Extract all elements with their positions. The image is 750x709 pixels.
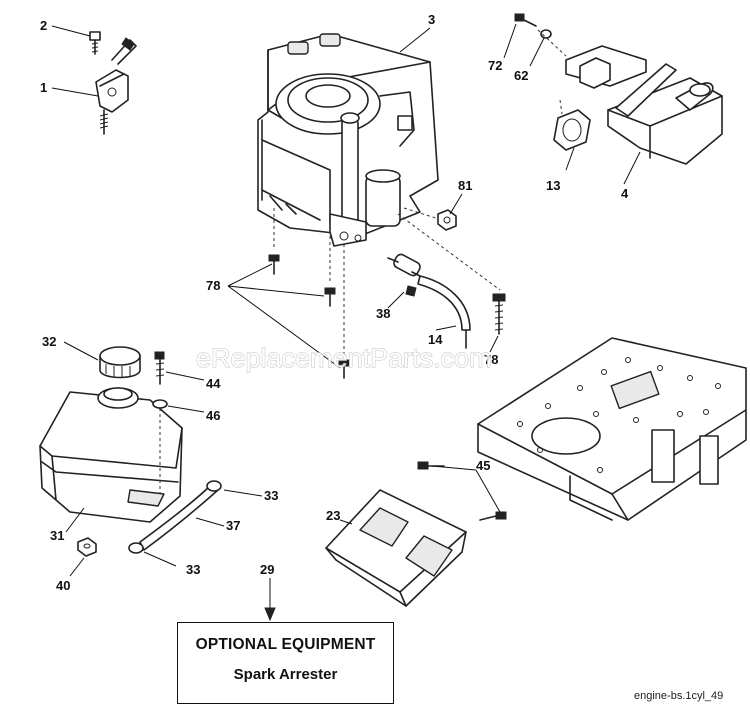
- engine-bolt-right: [397, 213, 506, 335]
- tank-screw: [154, 351, 165, 385]
- fuel-line-clamp-lower: [128, 542, 144, 554]
- callout-31: 31: [50, 528, 64, 543]
- callout-32: 32: [42, 334, 56, 349]
- callout-38: 38: [376, 306, 390, 321]
- callout-23: 23: [326, 508, 340, 523]
- fuel-line-clamp-upper: [206, 480, 222, 492]
- muffler: [565, 45, 723, 165]
- heat-shield-screw-lower: [479, 511, 507, 521]
- callout-2: 2: [40, 18, 47, 33]
- callout-1: 1: [40, 80, 47, 95]
- optional-equipment-title: OPTIONAL EQUIPMENT: [195, 636, 376, 653]
- callout-leaders: [51, 23, 641, 622]
- heat-shield-screw-upper: [417, 461, 445, 470]
- engine-bolt-left: [268, 208, 280, 275]
- callout-78-right: 78: [484, 352, 498, 367]
- engine-bolt-lower: [338, 244, 350, 379]
- fuel-tank: [39, 387, 183, 523]
- callout-44: 44: [206, 376, 221, 391]
- tank-washer: [152, 399, 168, 494]
- callout-62: 62: [514, 68, 528, 83]
- fuel-cap: [99, 346, 141, 379]
- throttle-screw: [89, 31, 101, 55]
- tank-nut: [77, 537, 97, 557]
- callout-37: 37: [226, 518, 240, 533]
- mower-frame: [477, 337, 747, 521]
- exhaust-screw: [514, 13, 537, 27]
- heat-shield: [325, 489, 467, 607]
- callout-13: 13: [546, 178, 560, 193]
- callout-labels: 2 1 3 72 62 13 4 81 78 38 14 78 32 44 46…: [40, 12, 629, 593]
- exhaust-gasket: [553, 109, 591, 151]
- engine-bolt-middle: [324, 230, 336, 307]
- optional-equipment-box: OPTIONAL EQUIPMENT Spark Arrester: [177, 622, 394, 704]
- callout-78-left: 78: [206, 278, 220, 293]
- callout-45: 45: [476, 458, 490, 473]
- engine-nut: [403, 207, 457, 231]
- fuel-line: [417, 275, 471, 349]
- callout-81: 81: [458, 178, 472, 193]
- callout-33-upper: 33: [264, 488, 278, 503]
- callout-33-lower: 33: [186, 562, 200, 577]
- callout-46: 46: [206, 408, 220, 423]
- callout-14: 14: [428, 332, 443, 347]
- engine: [257, 33, 439, 247]
- callout-29: 29: [260, 562, 274, 577]
- exhaust-washer: [540, 29, 552, 39]
- throttle-control-bracket: [95, 37, 137, 135]
- callout-40: 40: [56, 578, 70, 593]
- callout-4: 4: [621, 186, 629, 201]
- callout-72: 72: [488, 58, 502, 73]
- spark-arrester-label: Spark Arrester: [233, 666, 338, 683]
- diagram-id: engine-bs.1cyl_49: [634, 690, 724, 702]
- watermark: eReplacementParts.com: [196, 343, 492, 373]
- fuel-filter: [387, 253, 421, 297]
- callout-3: 3: [428, 12, 435, 27]
